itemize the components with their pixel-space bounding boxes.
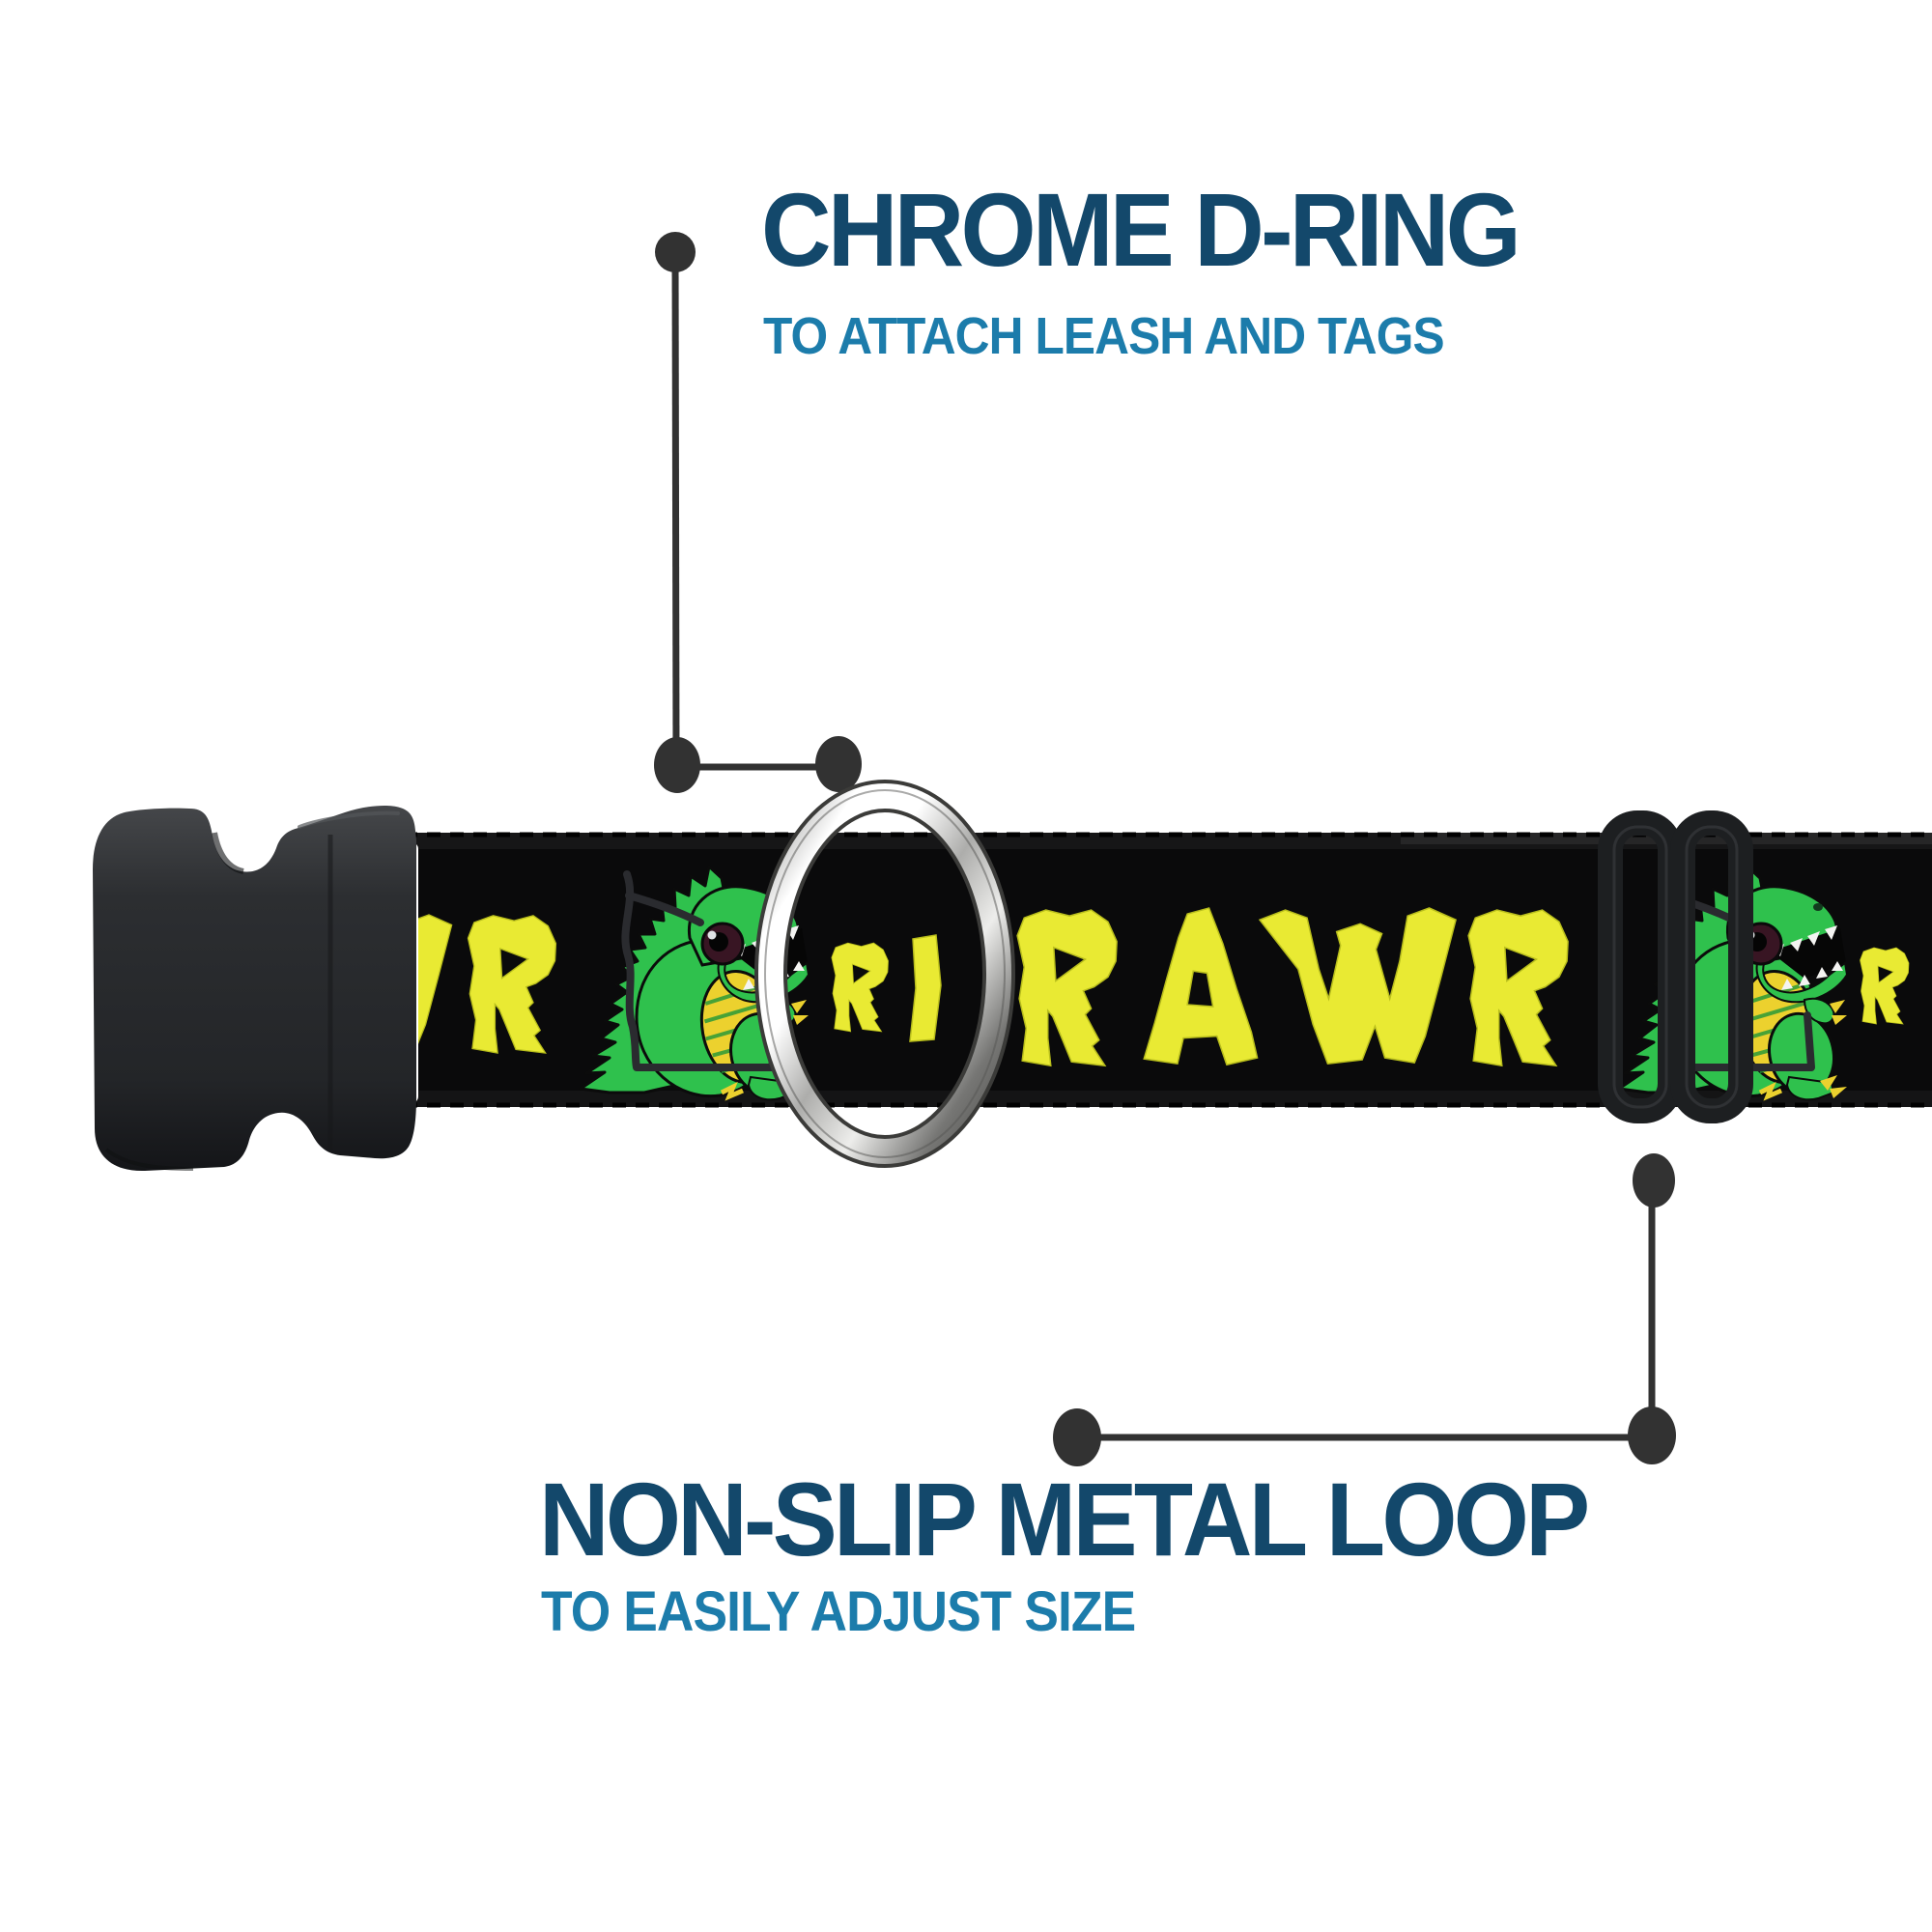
callout-top-subtitle: TO ATTACH LEASH AND TAGS bbox=[763, 307, 1445, 365]
callout-dot bbox=[1053, 1408, 1101, 1466]
adjustment-slider bbox=[1598, 810, 1753, 1123]
plastic-buckle bbox=[93, 805, 418, 1172]
callout-bottom-subtitle: TO EASILY ADJUST SIZE bbox=[541, 1580, 1136, 1643]
callout-bottom-title: NON-SLIP METAL LOOP bbox=[539, 1461, 1590, 1577]
callout-dot bbox=[815, 736, 862, 792]
chrome-d-ring bbox=[754, 780, 1015, 1168]
callout-connector-bottom bbox=[1053, 1153, 1676, 1466]
callout-connector-top bbox=[654, 232, 862, 793]
callout-top-title: CHROME D-RING bbox=[761, 171, 1521, 288]
